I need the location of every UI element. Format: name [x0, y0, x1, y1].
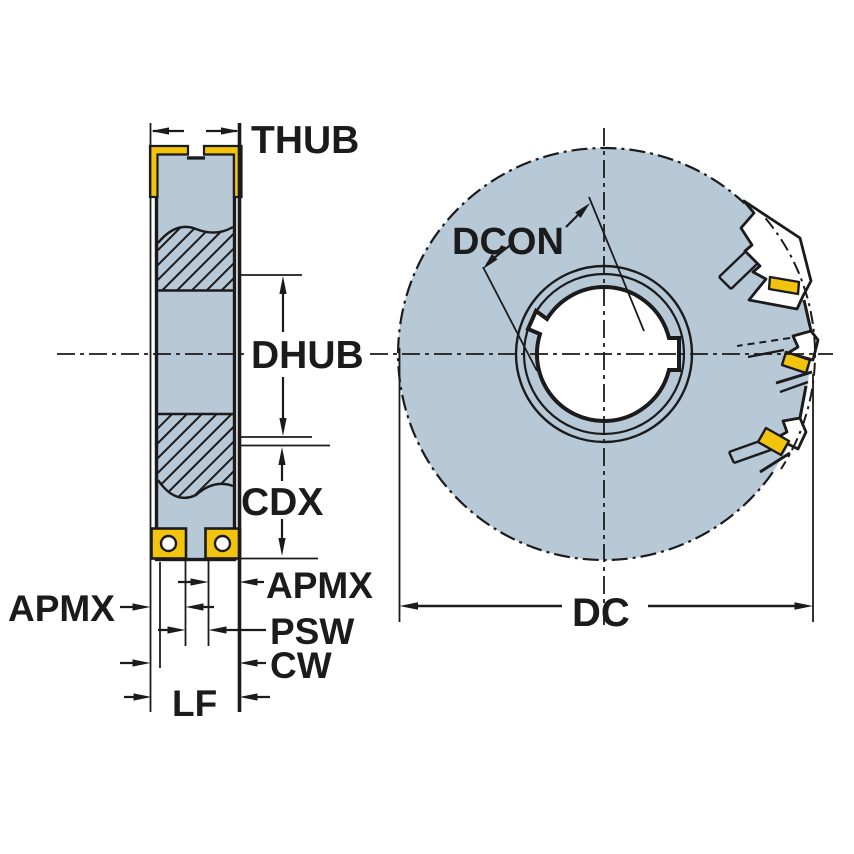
section-view: THUB DHUB CDX APMX APMX	[8, 119, 373, 724]
arrow-right-icon	[190, 578, 209, 586]
label-psw: PSW	[270, 611, 354, 652]
arrow-left-icon	[239, 578, 258, 586]
cw-dimension: CW	[120, 645, 332, 686]
arrow-right-icon	[221, 127, 239, 135]
cutting-circle-arc	[764, 217, 816, 470]
label-dhub: DHUB	[251, 334, 364, 377]
centerlines	[57, 128, 833, 625]
arrow-right-icon	[132, 659, 151, 667]
bottom-left-insert	[150, 527, 188, 560]
cutter-body-section	[148, 143, 243, 562]
bottom-right-insert	[204, 527, 242, 560]
psw-dimension: PSW	[158, 611, 354, 652]
screw-hole-icon	[159, 534, 178, 553]
label-dc: DC	[572, 591, 630, 635]
insert-2	[780, 350, 812, 375]
arrow-down-icon	[279, 418, 287, 436]
arrow-left-icon	[239, 659, 258, 667]
front-view: DCON DC	[57, 128, 833, 635]
label-apmx-right: APMX	[266, 565, 373, 606]
hatch-band-lower	[157, 412, 234, 500]
apmx-left-dimension: APMX	[8, 588, 214, 629]
arrow-down-icon	[278, 538, 286, 556]
insert-3	[756, 426, 791, 457]
arrow-left-icon	[239, 693, 258, 701]
arrow-right-icon	[133, 693, 152, 701]
insert-1	[767, 275, 801, 296]
label-dcon: DCON	[452, 221, 564, 263]
arrow-left-icon	[399, 602, 418, 610]
label-thub: THUB	[251, 119, 359, 162]
cdx-dimension: CDX	[241, 447, 323, 556]
label-apmx-left: APMX	[8, 588, 115, 629]
hatch-band-upper	[157, 225, 234, 292]
apmx-right-dimension: APMX	[178, 565, 373, 606]
label-cw: CW	[270, 645, 332, 686]
thub-dimension: THUB	[151, 119, 359, 162]
label-lf: LF	[172, 683, 217, 724]
arrow-left-icon	[151, 127, 169, 135]
arrow-right-icon	[167, 626, 186, 634]
extension-lines	[149, 123, 330, 712]
dcon-dimension: DCON	[452, 196, 645, 372]
lf-dimension: LF	[124, 683, 270, 724]
arrow-left-icon	[208, 626, 227, 634]
dhub-dimension: DHUB	[251, 276, 364, 436]
peripheral-inserts	[756, 275, 812, 457]
arrow-right-icon	[794, 602, 813, 610]
screw-hole-icon	[213, 534, 232, 553]
arrow-up-right-icon	[575, 203, 590, 218]
dc-dimension: DC	[398, 348, 814, 635]
label-cdx: CDX	[241, 481, 323, 524]
arrow-right-icon	[132, 603, 151, 611]
arrow-left-icon	[185, 603, 204, 611]
arrow-down-left-icon	[483, 254, 498, 269]
